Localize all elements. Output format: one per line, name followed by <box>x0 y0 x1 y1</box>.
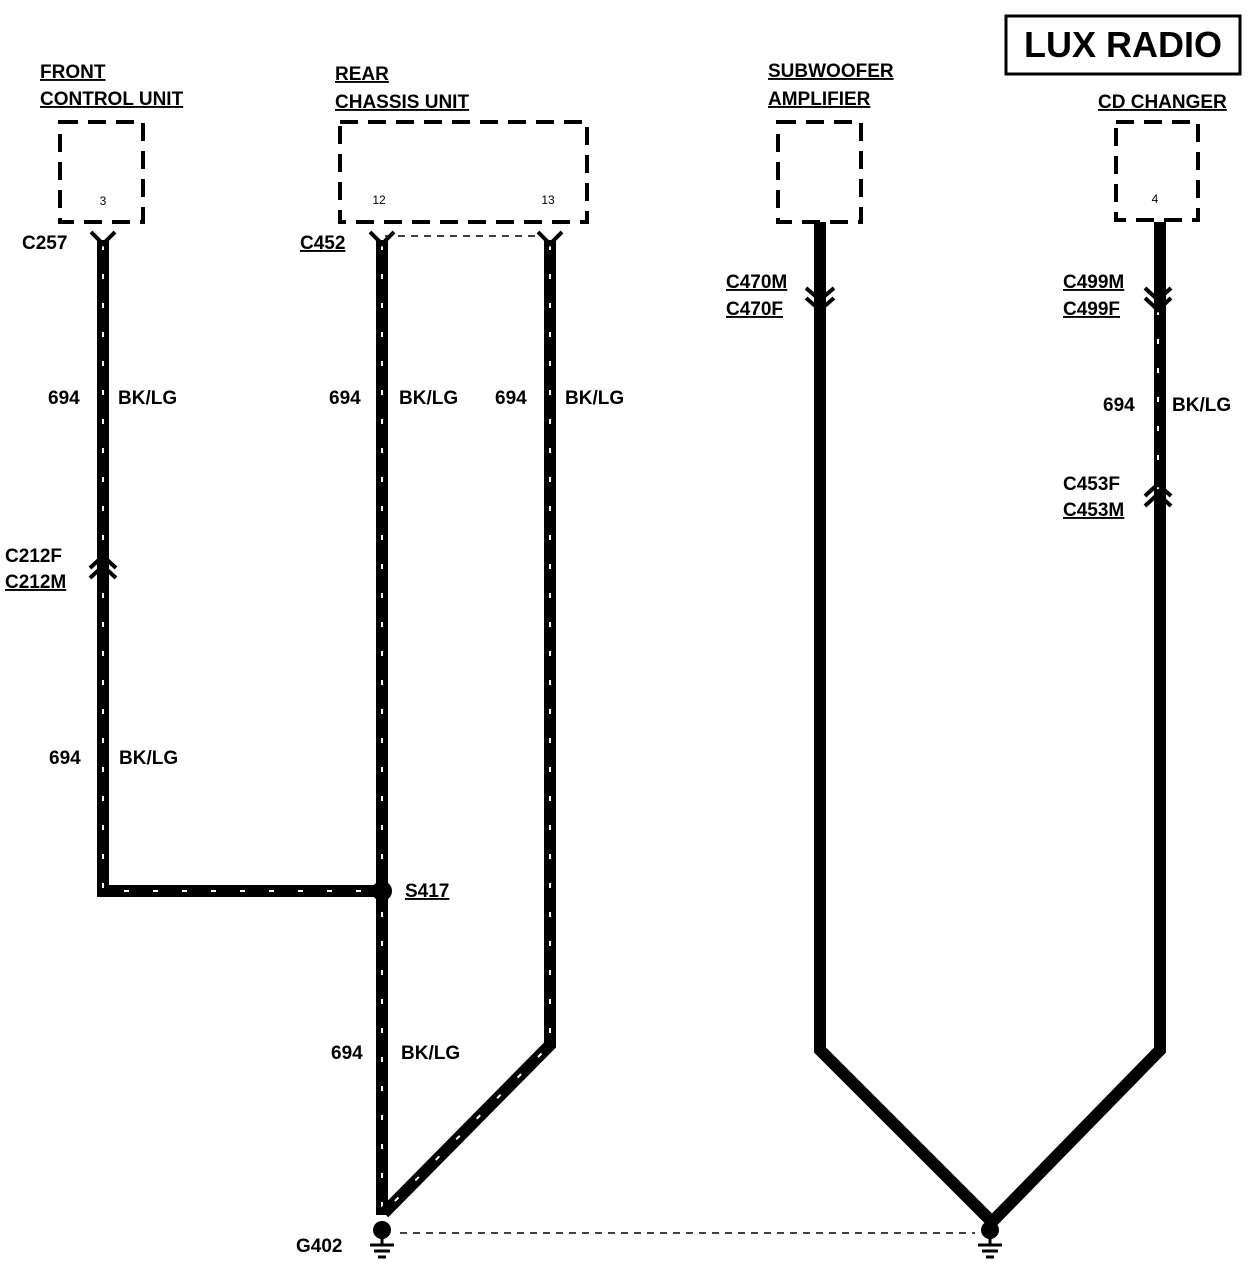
wire-color: BK/LG <box>399 388 458 409</box>
subwoofer-amplifier-label-2: AMPLIFIER <box>768 89 871 110</box>
ground-icon-2 <box>978 1221 1002 1259</box>
connector-c499f: C499F <box>1063 299 1120 320</box>
ground-g402-label: G402 <box>296 1236 342 1257</box>
c499-connector-symbol <box>1143 286 1173 313</box>
c453-connector-symbol <box>1143 481 1173 508</box>
cd-changer-pin: 4 <box>1152 192 1159 206</box>
circuit-number: 694 <box>331 1043 363 1064</box>
c212-connector-symbol <box>88 553 118 580</box>
front-control-unit-label-1: FRONT <box>40 62 106 83</box>
rear-chassis-unit-label-2: CHASSIS UNIT <box>335 92 469 113</box>
connector-c452: C452 <box>300 233 345 254</box>
front-control-unit-pin: 3 <box>100 194 107 208</box>
circuit-number: 694 <box>329 388 361 409</box>
rear-chassis-unit-pin-12: 12 <box>372 193 386 207</box>
connector-c212m: C212M <box>5 572 66 593</box>
front-control-unit-box <box>58 120 145 224</box>
cd-changer-box <box>1114 120 1200 222</box>
connector-c212f: C212F <box>5 546 62 567</box>
wire-color: BK/LG <box>118 388 177 409</box>
wire-front-control-unit-stripe <box>102 245 375 892</box>
wire-color: BK/LG <box>565 388 624 409</box>
wire-color: BK/LG <box>1172 395 1231 416</box>
rear-chassis-unit-pin-13: 13 <box>541 193 555 207</box>
rear-chassis-unit-label-1: REAR <box>335 64 389 85</box>
connector-c257: C257 <box>22 233 67 254</box>
c470-connector-symbol <box>804 286 836 313</box>
circuit-number: 694 <box>1103 395 1135 416</box>
rear-chassis-unit-box <box>338 120 589 224</box>
circuit-number: 694 <box>49 748 81 769</box>
c452-connector-symbol <box>368 230 396 247</box>
wire-subwoofer-amplifier <box>814 222 1166 1231</box>
connector-c499m: C499M <box>1063 272 1124 293</box>
cd-changer-label: CD CHANGER <box>1098 92 1227 113</box>
c452-pin13-connector-symbol <box>536 230 564 247</box>
title-box <box>1004 14 1242 76</box>
connector-c453m: C453M <box>1063 500 1124 521</box>
subwoofer-amplifier-label-1: SUBWOOFER <box>768 61 894 82</box>
connector-c470f: C470F <box>726 299 783 320</box>
diagram-title: LUX RADIO <box>1024 24 1222 65</box>
wire-color: BK/LG <box>119 748 178 769</box>
c257-connector-symbol <box>89 230 117 247</box>
connector-c453f: C453F <box>1063 474 1120 495</box>
wire-front-control-unit <box>97 240 382 897</box>
circuit-number: 694 <box>48 388 80 409</box>
splice-s417-label: S417 <box>405 881 449 902</box>
ground-icon <box>370 1221 394 1259</box>
splice-s417-dot <box>372 881 392 901</box>
circuit-number: 694 <box>495 388 527 409</box>
subwoofer-amplifier-box <box>776 120 863 224</box>
connector-c470m: C470M <box>726 272 787 293</box>
wire-color: BK/LG <box>401 1043 460 1064</box>
wire-rear-chassis-pin-13 <box>379 240 556 1218</box>
front-control-unit-label-2: CONTROL UNIT <box>40 89 184 110</box>
